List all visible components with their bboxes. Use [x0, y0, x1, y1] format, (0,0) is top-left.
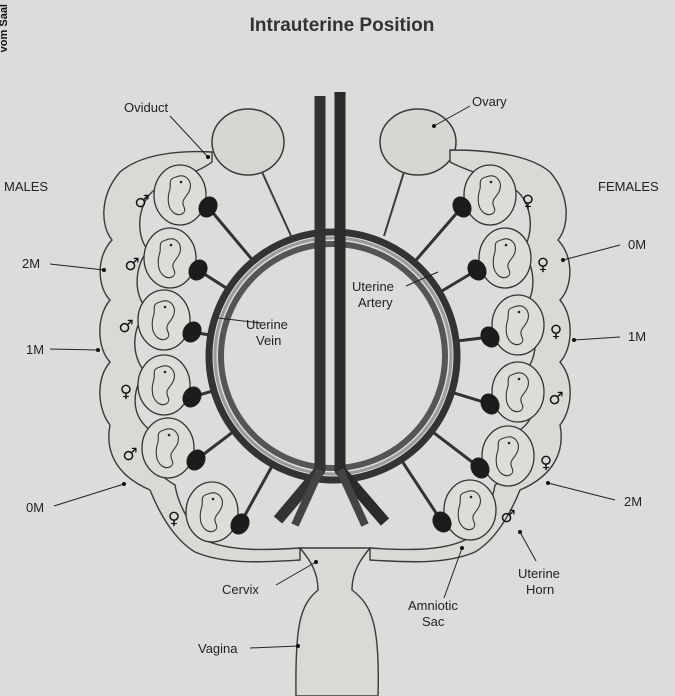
cervix-leader — [276, 562, 316, 585]
males-label: MALES — [4, 179, 48, 194]
female-symbol-icon: ♀ — [550, 322, 562, 342]
amniotic-sac — [444, 480, 496, 540]
male-symbol-icon: ♂ — [134, 192, 149, 212]
oviduct-leader — [170, 116, 208, 157]
vagina-leader — [250, 646, 298, 648]
ovarian-vessel-right — [384, 172, 404, 236]
amniotic-sac — [464, 165, 516, 225]
left-position-label-1m: 1M — [26, 342, 44, 357]
right-2m-leader — [548, 483, 615, 500]
embryo-eye — [164, 371, 167, 374]
diagram-title: Intrauterine Position — [250, 15, 435, 36]
vessel-ring-core — [215, 238, 451, 474]
ovarian-vessel-left — [262, 172, 292, 238]
embryo-eye — [490, 181, 493, 184]
left-2m-leader — [50, 264, 104, 270]
female-symbol-icon: ♀ — [168, 509, 180, 529]
right-1m-leader — [574, 337, 620, 340]
uterine-vein-label-line1: Uterine — [246, 317, 288, 332]
male-symbol-icon: ♂ — [124, 255, 139, 275]
left-1m-leader — [50, 349, 98, 350]
vessel-ring-inner — [221, 244, 445, 468]
cervix-label: Cervix — [222, 582, 259, 597]
right-0m-leader — [563, 245, 620, 260]
amniotic-sac — [138, 290, 190, 350]
amniotic-sac — [142, 418, 194, 478]
ovary-label: Ovary — [472, 94, 507, 109]
female-symbol-icon: ♀ — [522, 192, 534, 212]
embryo-eye — [168, 434, 171, 437]
amniotic-sac — [482, 426, 534, 486]
embryo-eye — [505, 244, 508, 247]
females-label: FEMALES — [598, 179, 659, 194]
uterine-artery-label-line1: Uterine — [352, 279, 394, 294]
embryo-eye — [518, 378, 521, 381]
uterine-horn-label-line1: Uterine — [518, 566, 560, 581]
male-symbol-icon: ♂ — [118, 317, 133, 337]
uterine-horn-label-line2: Horn — [526, 582, 554, 597]
embryo-eye — [170, 244, 173, 247]
amniotic-sac-label-line1: Amniotic — [408, 598, 458, 613]
right-position-label-1m: 1M — [628, 329, 646, 344]
male-symbol-icon: ♂ — [500, 507, 515, 527]
embryo-eye — [518, 311, 521, 314]
amniotic-sac — [186, 482, 238, 542]
embryo-eye — [470, 496, 473, 499]
left-vessel-branch-1 — [208, 207, 252, 259]
embryo-eye — [212, 498, 215, 501]
female-symbol-icon: ♀ — [120, 382, 132, 402]
amniotic-sac-label-line2: Sac — [422, 614, 445, 629]
left-position-label-0m: 0M — [26, 500, 44, 515]
amniotic-sac — [138, 355, 190, 415]
embryo-eye — [180, 181, 183, 184]
uterine-vein-label-line2: Vein — [256, 333, 281, 348]
amniotic-sac — [154, 165, 206, 225]
female-symbol-icon: ♀ — [537, 255, 549, 275]
uterine-horn-leader — [520, 532, 536, 561]
right-position-label-0m: 0M — [628, 237, 646, 252]
cervix-vagina — [296, 548, 378, 696]
amniotic-sac — [144, 228, 196, 288]
male-symbol-icon: ♂ — [122, 445, 137, 465]
amniotic-sac — [492, 295, 544, 355]
female-symbol-icon: ♀ — [540, 453, 552, 473]
right-position-label-2m: 2M — [624, 494, 642, 509]
left-position-label-2m: 2M — [22, 256, 40, 271]
embryo-eye — [508, 442, 511, 445]
male-symbol-icon: ♂ — [548, 389, 563, 409]
right-ovary — [380, 109, 456, 175]
right-vessel-branch-1 — [415, 207, 462, 261]
amniotic-sac — [492, 362, 544, 422]
vagina-label: Vagina — [198, 641, 238, 656]
vessel-ring-outer — [209, 232, 457, 480]
left-ovary — [212, 109, 284, 175]
left-0m-leader — [54, 484, 124, 506]
uterine-artery-label-line2: Artery — [358, 295, 393, 310]
edge-author-text: vom Saal — [0, 4, 10, 52]
oviduct-label: Oviduct — [124, 100, 168, 115]
amniotic-sac — [479, 228, 531, 288]
embryo-eye — [164, 306, 167, 309]
